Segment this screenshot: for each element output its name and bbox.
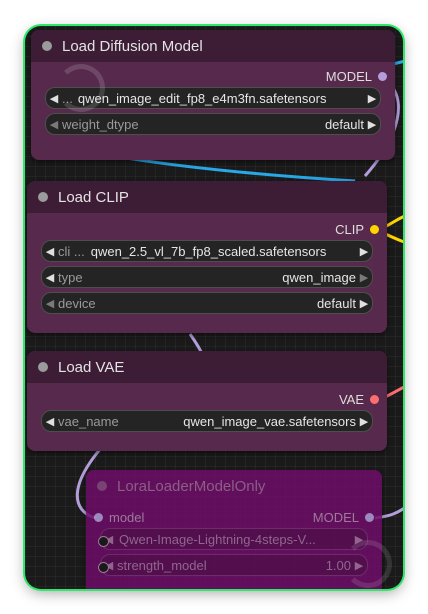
model-input-slot-icon[interactable] (94, 512, 103, 522)
widget-label: device (58, 295, 96, 311)
lora-loader-node[interactable]: LoraLoaderModelOnly model MODEL ◀ Qwen-I… (86, 470, 392, 589)
widget-value: 1.00 (325, 557, 351, 573)
model-output-slot-icon[interactable] (365, 512, 374, 522)
vae-name-combo[interactable]: ◀ vae_name qwen_image_vae.safetensors ▶ (41, 410, 373, 432)
widget-value: qwen_image_edit_fp8_e4m3fn.safetensors (77, 90, 327, 106)
clip-output-slot-icon[interactable] (370, 224, 379, 234)
widget-value: Qwen-Image-Lightning-4steps-V... (119, 531, 316, 547)
widget-label: type (58, 269, 83, 285)
weight-dtype-combo[interactable]: ◀ weight_dtype default ▶ (45, 113, 381, 135)
widget-label: cli ... (58, 243, 85, 259)
output-row-clip: CLIP (27, 218, 387, 240)
node-header[interactable]: Load CLIP (27, 181, 387, 213)
left-arrow-icon[interactable]: ◀ (45, 271, 55, 284)
device-combo[interactable]: ◀ device default ▶ (41, 292, 373, 314)
output-row-vae: VAE (27, 388, 387, 410)
left-arrow-icon[interactable]: ◀ (49, 118, 59, 131)
clip-type-combo[interactable]: ◀ type qwen_image ▶ (41, 266, 373, 288)
load-vae-node[interactable]: Load VAE VAE ◀ vae_name qwen_image_vae.s… (27, 351, 387, 451)
drag-handle-ghost-icon (57, 64, 105, 112)
node-header[interactable]: Load Diffusion Model (31, 30, 395, 62)
node-graph-canvas[interactable]: Load Diffusion Model MODEL ◀ ... qwen_im… (25, 26, 403, 589)
right-arrow-icon[interactable]: ▶ (367, 92, 377, 105)
node-title: Load Diffusion Model (62, 37, 203, 55)
strength-model-slider[interactable]: ◀ strength_model 1.00 ▶ (100, 554, 368, 576)
model-output-slot-icon[interactable] (378, 71, 387, 81)
clip-name-combo[interactable]: ◀ cli ... qwen_2.5_vl_7b_fp8_scaled.safe… (41, 240, 373, 262)
output-label: MODEL (325, 68, 372, 84)
widget-value: qwen_2.5_vl_7b_fp8_scaled.safetensors (90, 243, 327, 259)
drag-handle-ghost-icon (344, 540, 392, 588)
output-label: MODEL (312, 509, 359, 525)
right-arrow-icon[interactable]: ▶ (359, 297, 369, 310)
widget-label: weight_dtype (62, 116, 139, 132)
right-arrow-icon[interactable]: ▶ (359, 271, 369, 284)
left-arrow-icon[interactable]: ◀ (45, 415, 55, 428)
output-label: VAE (338, 391, 364, 407)
left-arrow-icon[interactable]: ◀ (104, 533, 114, 546)
widget-label: strength_model (117, 557, 207, 573)
widget-value: qwen_image (282, 269, 356, 285)
right-arrow-icon[interactable]: ▶ (359, 245, 369, 258)
load-clip-node[interactable]: Load CLIP CLIP ◀ cli ... qwen_2.5_vl_7b_… (27, 181, 387, 333)
right-arrow-icon[interactable]: ▶ (359, 415, 369, 428)
widget-value: default (324, 116, 364, 132)
collapse-dot-icon[interactable] (38, 362, 48, 372)
load-diffusion-model-node[interactable]: Load Diffusion Model MODEL ◀ ... qwen_im… (31, 30, 395, 160)
left-arrow-icon[interactable]: ◀ (104, 559, 114, 572)
input-label: model (109, 509, 145, 525)
left-arrow-icon[interactable]: ◀ (49, 92, 59, 105)
strength-input-slot-icon[interactable] (98, 562, 109, 573)
left-arrow-icon[interactable]: ◀ (45, 297, 55, 310)
vae-output-slot-icon[interactable] (370, 394, 379, 404)
lora-input-slot-icon[interactable] (98, 536, 109, 547)
right-arrow-icon[interactable]: ▶ (354, 533, 364, 546)
widget-value: default (316, 295, 356, 311)
node-title: LoraLoaderModelOnly (117, 477, 266, 495)
left-arrow-icon[interactable]: ◀ (45, 245, 55, 258)
output-label: CLIP (335, 221, 364, 237)
widget-label: vae_name (58, 413, 119, 429)
collapse-dot-icon[interactable] (38, 192, 48, 202)
node-header[interactable]: Load VAE (27, 351, 387, 383)
input-row-model: model MODEL (86, 506, 382, 528)
node-header[interactable]: LoraLoaderModelOnly (86, 470, 382, 502)
widget-value: qwen_image_vae.safetensors (183, 413, 356, 429)
output-row-model: MODEL (31, 65, 395, 87)
collapse-dot-icon[interactable] (42, 41, 52, 51)
node-title: Load CLIP (58, 188, 129, 206)
lora-name-combo[interactable]: ◀ Qwen-Image-Lightning-4steps-V... ▶ (100, 528, 368, 550)
right-arrow-icon[interactable]: ▶ (367, 118, 377, 131)
node-title: Load VAE (58, 358, 125, 376)
collapse-dot-icon[interactable] (97, 481, 107, 491)
